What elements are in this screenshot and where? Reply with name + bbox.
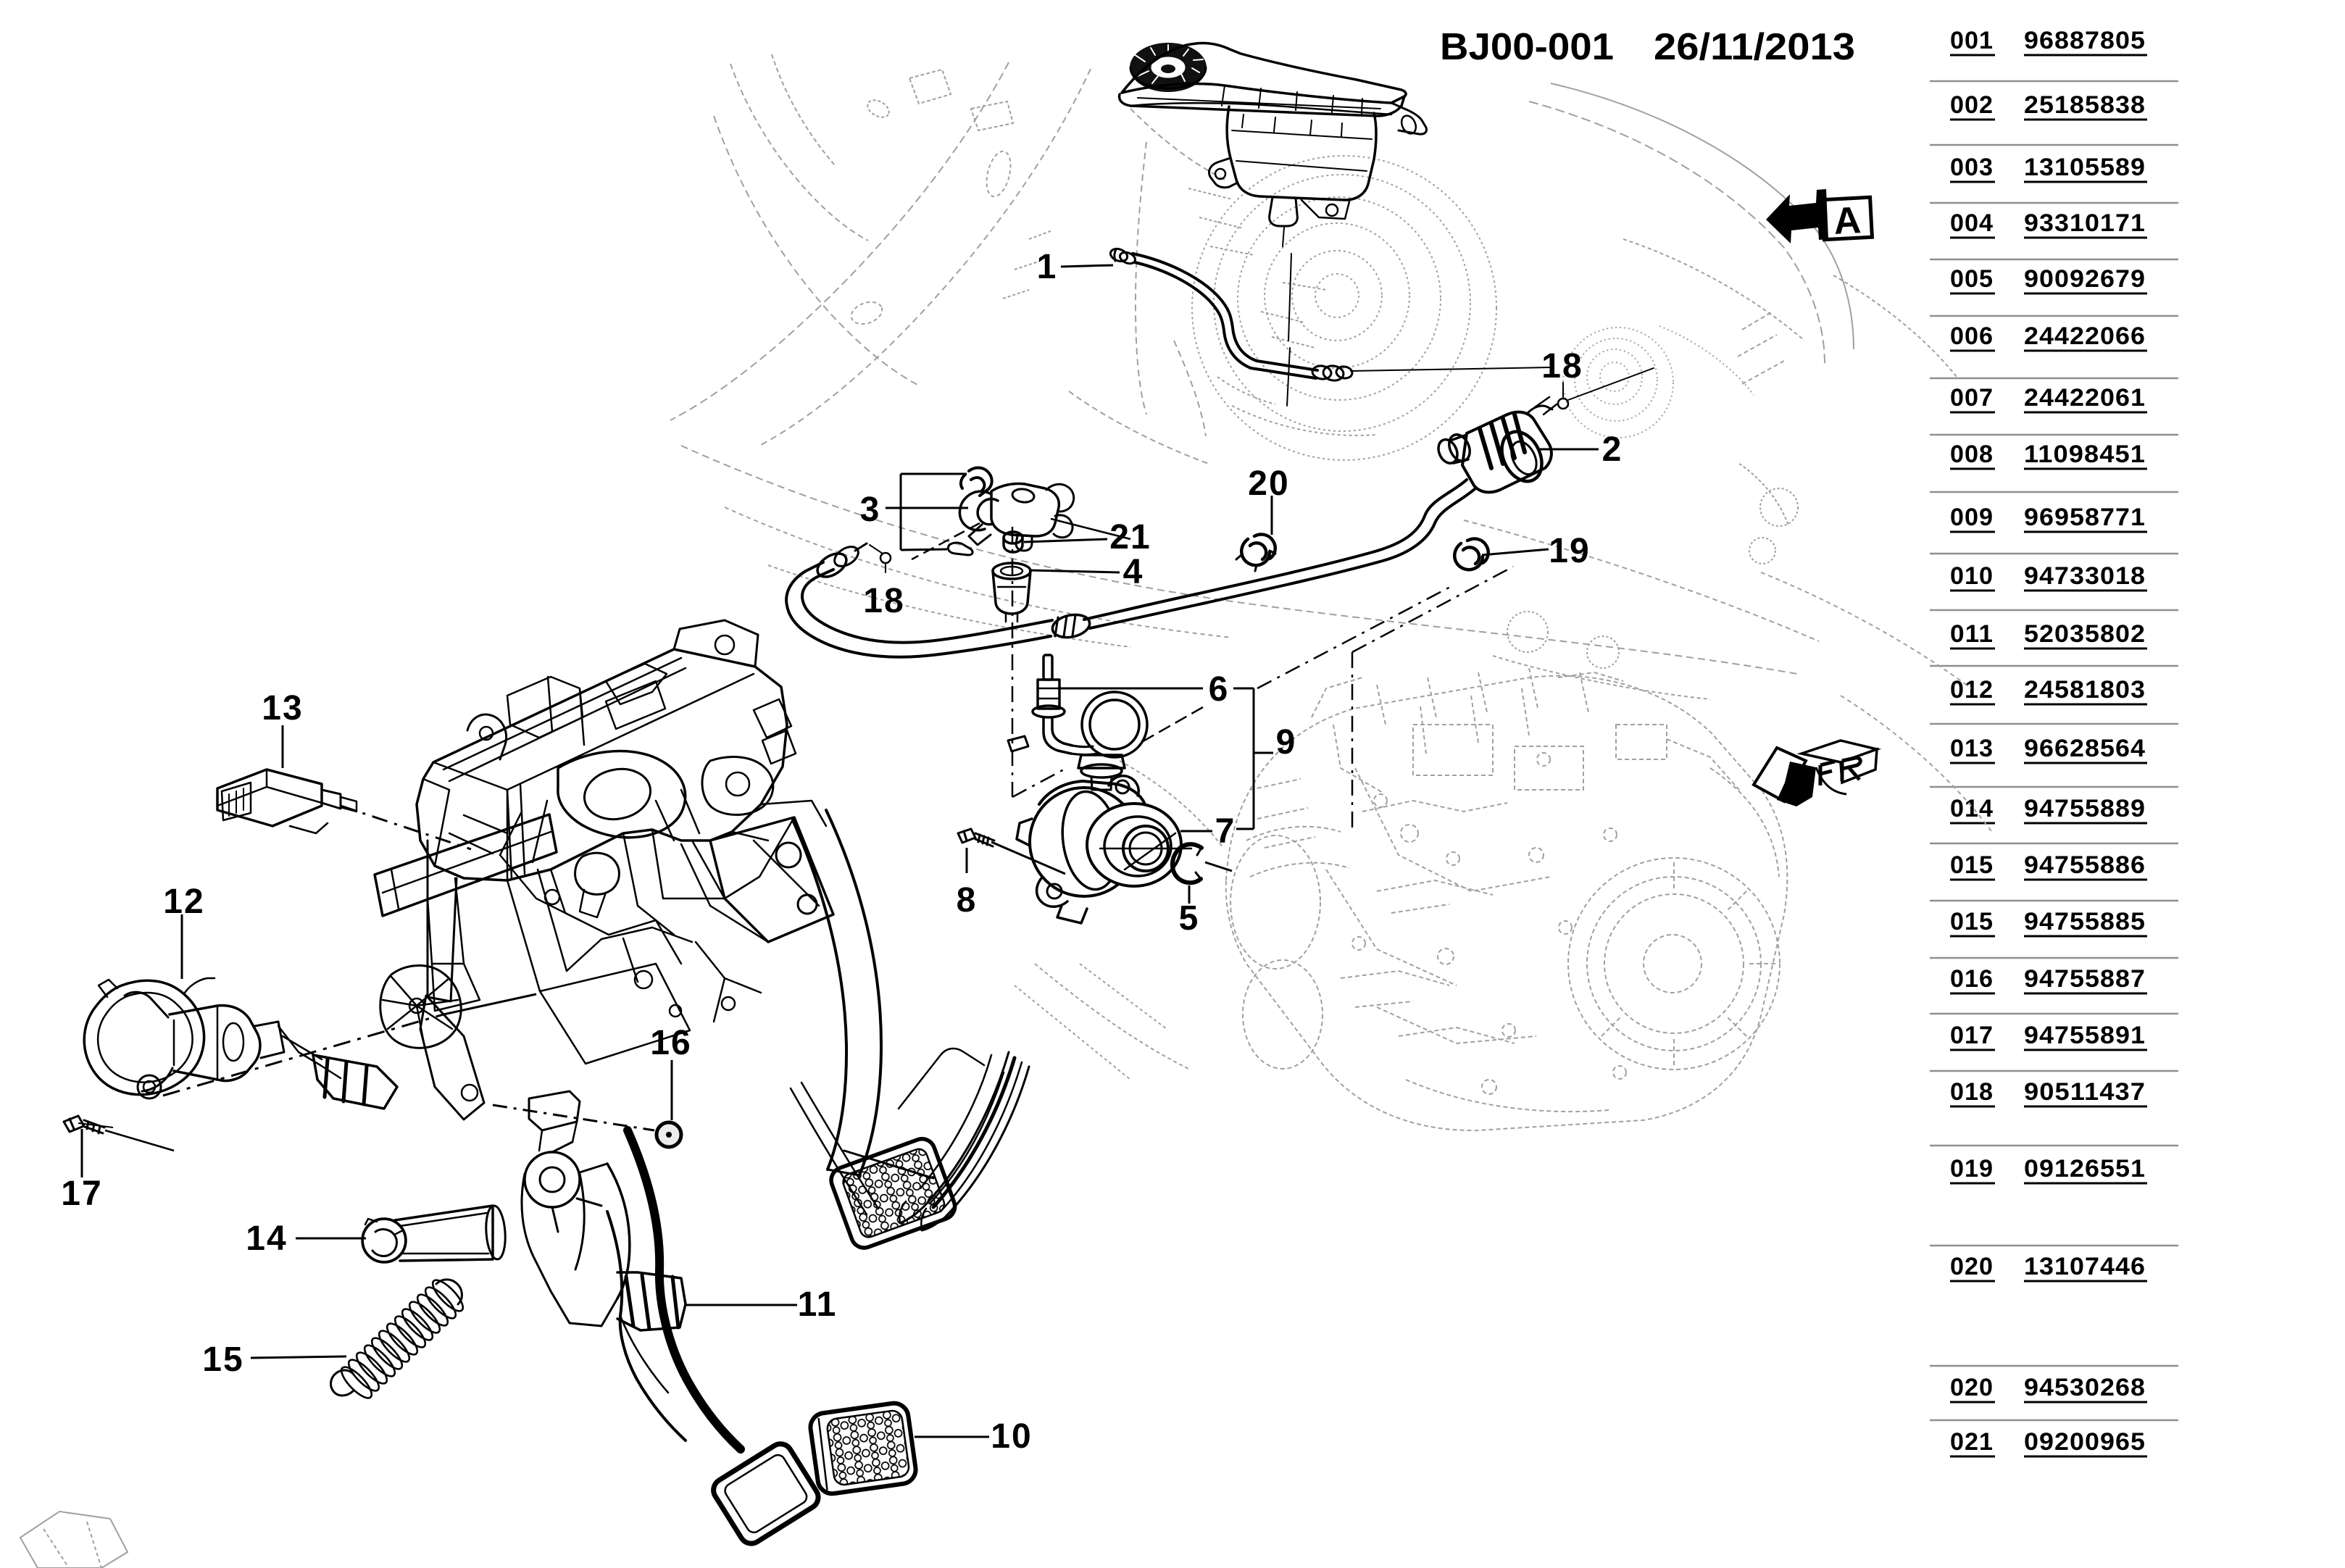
svg-text:14: 14 [246,1219,287,1258]
svg-text:11098451: 11098451 [2024,441,2146,468]
svg-text:015: 015 [1950,908,1994,935]
svg-text:016: 016 [1950,965,1994,993]
svg-text:A: A [1833,199,1862,243]
svg-text:014: 014 [1950,795,1994,822]
svg-text:13: 13 [262,689,303,727]
svg-text:012: 012 [1950,676,1994,704]
svg-text:18: 18 [863,582,904,620]
svg-text:90092679: 90092679 [2024,265,2146,293]
svg-text:9: 9 [1276,723,1296,762]
svg-text:015: 015 [1950,851,1994,879]
svg-text:13105589: 13105589 [2024,154,2146,181]
svg-text:018: 018 [1950,1078,1994,1106]
svg-text:010: 010 [1950,562,1994,590]
svg-text:019: 019 [1950,1155,1994,1183]
svg-text:96628564: 96628564 [2024,735,2146,762]
svg-text:007: 007 [1950,384,1994,412]
svg-text:4: 4 [1123,553,1143,591]
svg-text:94755886: 94755886 [2024,851,2146,879]
svg-text:6: 6 [1209,670,1228,709]
svg-text:10: 10 [991,1417,1032,1456]
svg-text:21: 21 [1109,518,1151,556]
svg-text:13107446: 13107446 [2024,1253,2146,1280]
svg-text:8: 8 [957,881,976,919]
svg-text:94733018: 94733018 [2024,562,2146,590]
svg-text:19: 19 [1549,532,1590,570]
svg-text:24422066: 24422066 [2024,322,2146,350]
svg-text:24581803: 24581803 [2024,676,2146,704]
svg-text:52035802: 52035802 [2024,620,2146,648]
svg-text:09200965: 09200965 [2024,1428,2146,1456]
svg-text:12: 12 [163,883,204,921]
svg-text:94530268: 94530268 [2024,1374,2146,1401]
svg-text:013: 013 [1950,735,1994,762]
svg-text:18: 18 [1541,347,1583,385]
svg-text:017: 017 [1950,1022,1994,1049]
svg-text:11: 11 [798,1285,838,1324]
svg-text:004: 004 [1950,209,1994,237]
svg-text:001: 001 [1950,27,1994,54]
svg-text:002: 002 [1950,91,1994,119]
svg-text:020: 020 [1950,1253,1994,1280]
svg-text:96958771: 96958771 [2024,504,2146,531]
svg-text:2: 2 [1602,430,1622,469]
svg-text:20: 20 [1248,464,1289,503]
svg-text:09126551: 09126551 [2024,1155,2146,1183]
svg-text:93310171: 93310171 [2024,209,2146,237]
svg-text:7: 7 [1215,812,1235,851]
svg-text:26/11/2013: 26/11/2013 [1654,26,1855,68]
svg-text:003: 003 [1950,154,1994,181]
svg-text:5: 5 [1179,899,1199,938]
svg-text:17: 17 [61,1175,102,1213]
svg-text:021: 021 [1950,1428,1994,1456]
svg-text:94755891: 94755891 [2024,1022,2146,1049]
svg-text:24422061: 24422061 [2024,384,2146,412]
svg-text:020: 020 [1950,1374,1994,1401]
svg-text:BJ00-001: BJ00-001 [1440,26,1614,68]
svg-text:15: 15 [202,1340,243,1379]
svg-text:3: 3 [860,491,880,529]
svg-text:006: 006 [1950,322,1994,350]
svg-text:011: 011 [1950,620,1994,648]
svg-text:90511437: 90511437 [2024,1078,2146,1106]
svg-text:94755885: 94755885 [2024,908,2146,935]
svg-text:96887805: 96887805 [2024,27,2146,54]
svg-text:25185838: 25185838 [2024,91,2146,119]
svg-text:008: 008 [1950,441,1994,468]
svg-text:009: 009 [1950,504,1994,531]
svg-text:94755887: 94755887 [2024,965,2146,993]
svg-text:005: 005 [1950,265,1994,293]
svg-text:94755889: 94755889 [2024,795,2146,822]
svg-text:1: 1 [1037,248,1057,286]
svg-text:16: 16 [650,1024,691,1062]
